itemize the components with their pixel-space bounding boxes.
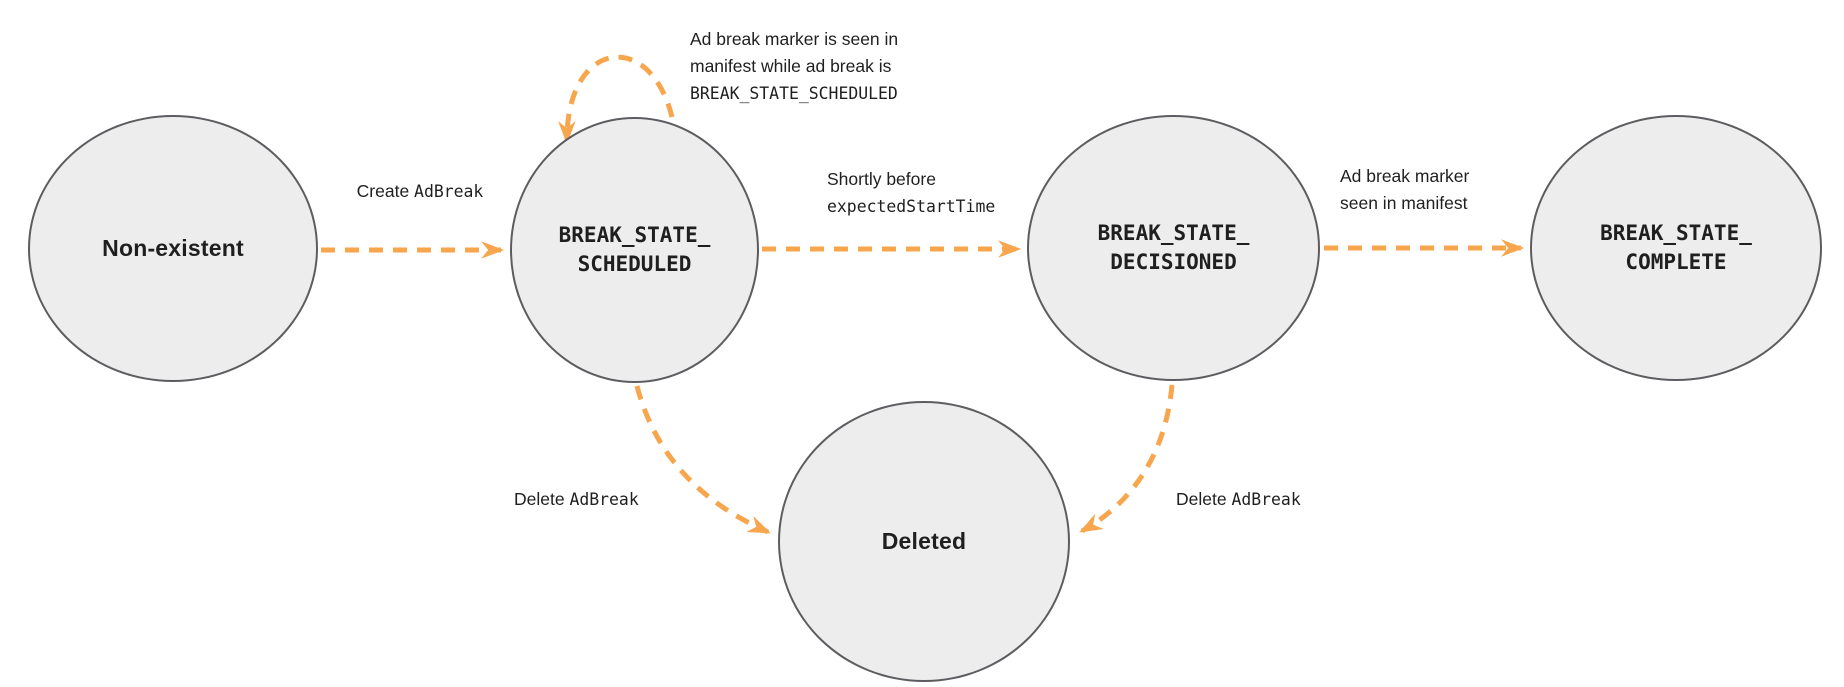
edge-label-create-adbreak: Create AdBreak <box>330 178 510 205</box>
state-label: Non-existent <box>102 235 244 261</box>
state-node-break-state-complete: BREAK_STATE_ COMPLETE <box>1530 115 1822 381</box>
edge-label-delete-adbreak-right: Delete AdBreak <box>1176 486 1301 513</box>
edge-label-shortly-before: Shortly before expectedStartTime <box>827 166 995 220</box>
state-node-break-state-decisioned: BREAK_STATE_ DECISIONED <box>1027 115 1320 381</box>
state-node-break-state-scheduled: BREAK_STATE_ SCHEDULED <box>510 117 759 383</box>
edge-label-text: Delete <box>1176 489 1232 509</box>
edge-label-text: Create <box>356 181 415 201</box>
edge-self-loop-scheduled <box>558 54 675 145</box>
edge-label-line1: Ad break marker is seen in <box>690 29 899 49</box>
edge-label-text: Delete <box>514 489 570 509</box>
state-label-line1: BREAK_STATE_ <box>1097 221 1250 245</box>
edge-label-line1: Shortly before <box>827 169 936 189</box>
state-label-line1: BREAK_STATE_ <box>1600 221 1752 245</box>
edge-label-delete-adbreak-left: Delete AdBreak <box>514 486 639 513</box>
edge-label-line2: seen in manifest <box>1340 193 1468 213</box>
edge-decisioned-to-deleted <box>1079 384 1175 534</box>
state-label: Deleted <box>881 528 967 554</box>
state-label-line2: SCHEDULED <box>577 252 692 276</box>
state-label-line2: DECISIONED <box>1110 250 1237 274</box>
edge-label-code: AdBreak <box>414 182 484 201</box>
state-node-deleted: Deleted <box>778 401 1070 682</box>
edge-label-line1: Ad break marker <box>1340 166 1470 186</box>
edge-label-code: AdBreak <box>1231 490 1301 509</box>
edge-label-code: BREAK_STATE_SCHEDULED <box>690 84 898 103</box>
state-label-line1: BREAK_STATE_ <box>558 223 711 247</box>
edge-label-self-loop: Ad break marker is seen in manifest whil… <box>690 26 898 107</box>
edge-scheduled-to-deleted <box>634 385 771 535</box>
state-node-non-existent: Non-existent <box>28 115 318 382</box>
edge-label-marker-seen: Ad break marker seen in manifest <box>1340 163 1469 217</box>
edge-label-line2: manifest while ad break is <box>690 56 892 76</box>
state-label-line2: COMPLETE <box>1625 250 1727 274</box>
edge-label-code: AdBreak <box>569 490 639 509</box>
edge-label-code: expectedStartTime <box>827 197 996 216</box>
